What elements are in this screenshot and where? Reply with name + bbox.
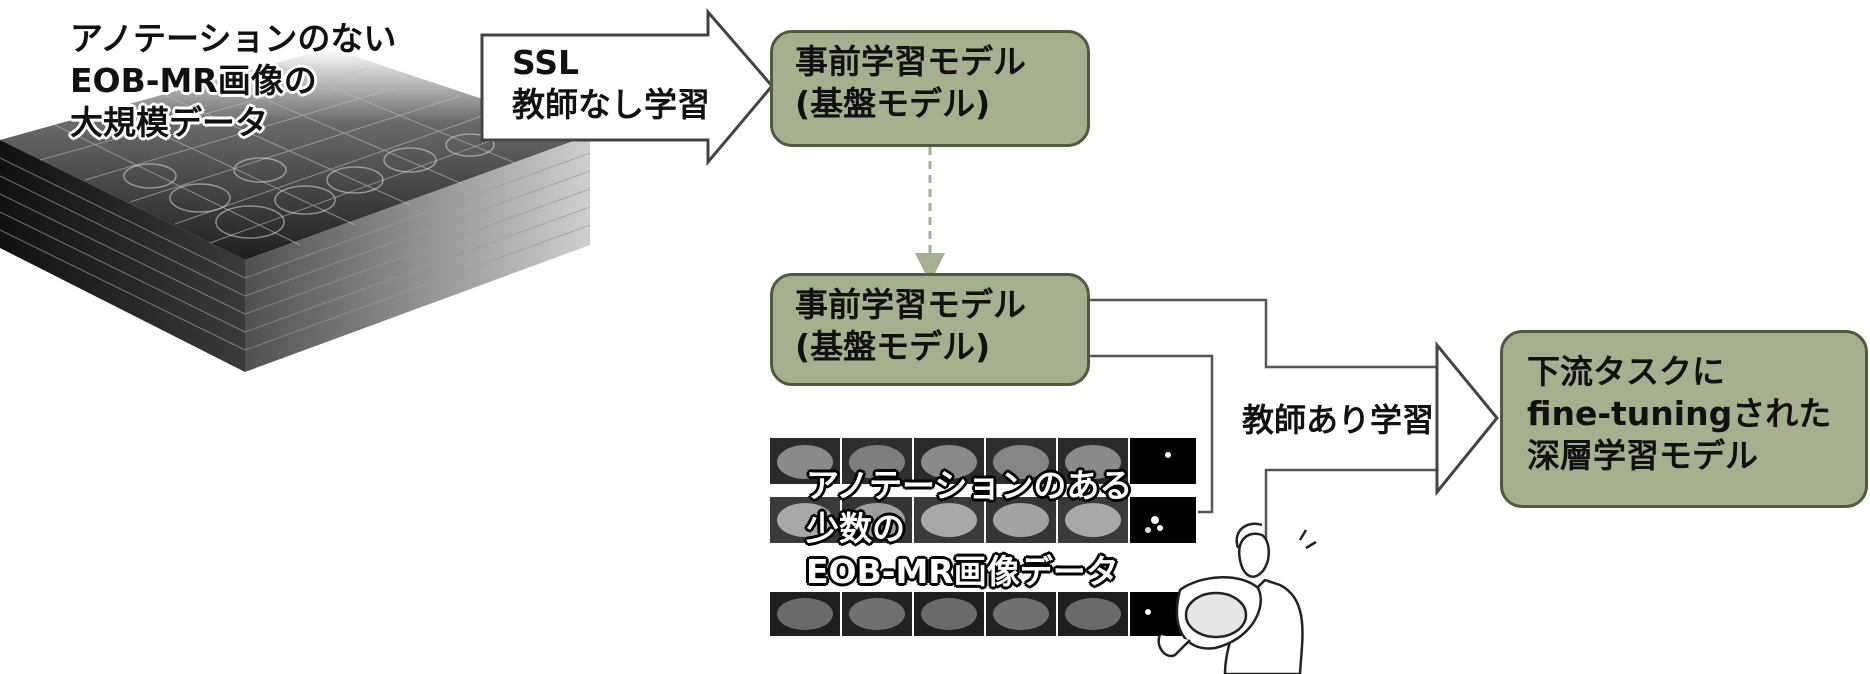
pretrained-model-top-line-2: (基盤モデル) (795, 84, 991, 123)
labeled-data-line-3: EOB-MR画像データ (806, 552, 1119, 591)
supervised-learning-label: 教師あり学習 (1242, 401, 1435, 439)
ssl-arrow-line-1: SSL (512, 43, 580, 82)
labeled-data-label: アノテーションのある 少数の EOB-MR画像データ (806, 464, 1132, 593)
ssl-arrow-label: SSL 教師なし学習 (512, 42, 710, 126)
unlabeled-data-label: アノテーションのない EOB-MR画像の 大規模データ (70, 18, 396, 144)
supervised-arrow-shape (1435, 340, 1499, 497)
pretrained-model-bottom-line-2: (基盤モデル) (795, 327, 991, 366)
pretrained-model-bottom-line-1: 事前学習モデル (795, 285, 1026, 324)
connector-line-doctor (1264, 468, 1437, 540)
doctor-illustration (1157, 522, 1317, 674)
pretrained-model-box-bottom: 事前学習モデル (基盤モデル) (770, 273, 1090, 386)
labeled-data-line-2: 少数の (806, 509, 905, 548)
finetuned-model-line-3: 深層学習モデル (1527, 436, 1758, 475)
connector-line-data (1090, 354, 1214, 514)
ssl-arrow-line-2: 教師なし学習 (512, 85, 710, 124)
finetuned-model-box: 下流タスクに fine-tuningされた 深層学習モデル (1500, 330, 1868, 508)
connector-line-model (1090, 298, 1437, 369)
pretrained-model-box-top: 事前学習モデル (基盤モデル) (770, 30, 1090, 147)
unlabeled-data-line-3: 大規模データ (70, 103, 268, 142)
finetuned-model-line-1: 下流タスクに (1527, 352, 1725, 391)
ssl-arrow-shape (480, 7, 774, 167)
large-dataset-stack-image (0, 48, 591, 372)
labeled-data-line-1: アノテーションのある (806, 466, 1133, 505)
finetuned-model-line-2: fine-tuningされた (1527, 394, 1832, 433)
unlabeled-data-line-1: アノテーションのない (70, 19, 397, 58)
unlabeled-data-line-2: EOB-MR画像の (70, 61, 317, 100)
pretrained-model-top-line-1: 事前学習モデル (795, 42, 1026, 81)
